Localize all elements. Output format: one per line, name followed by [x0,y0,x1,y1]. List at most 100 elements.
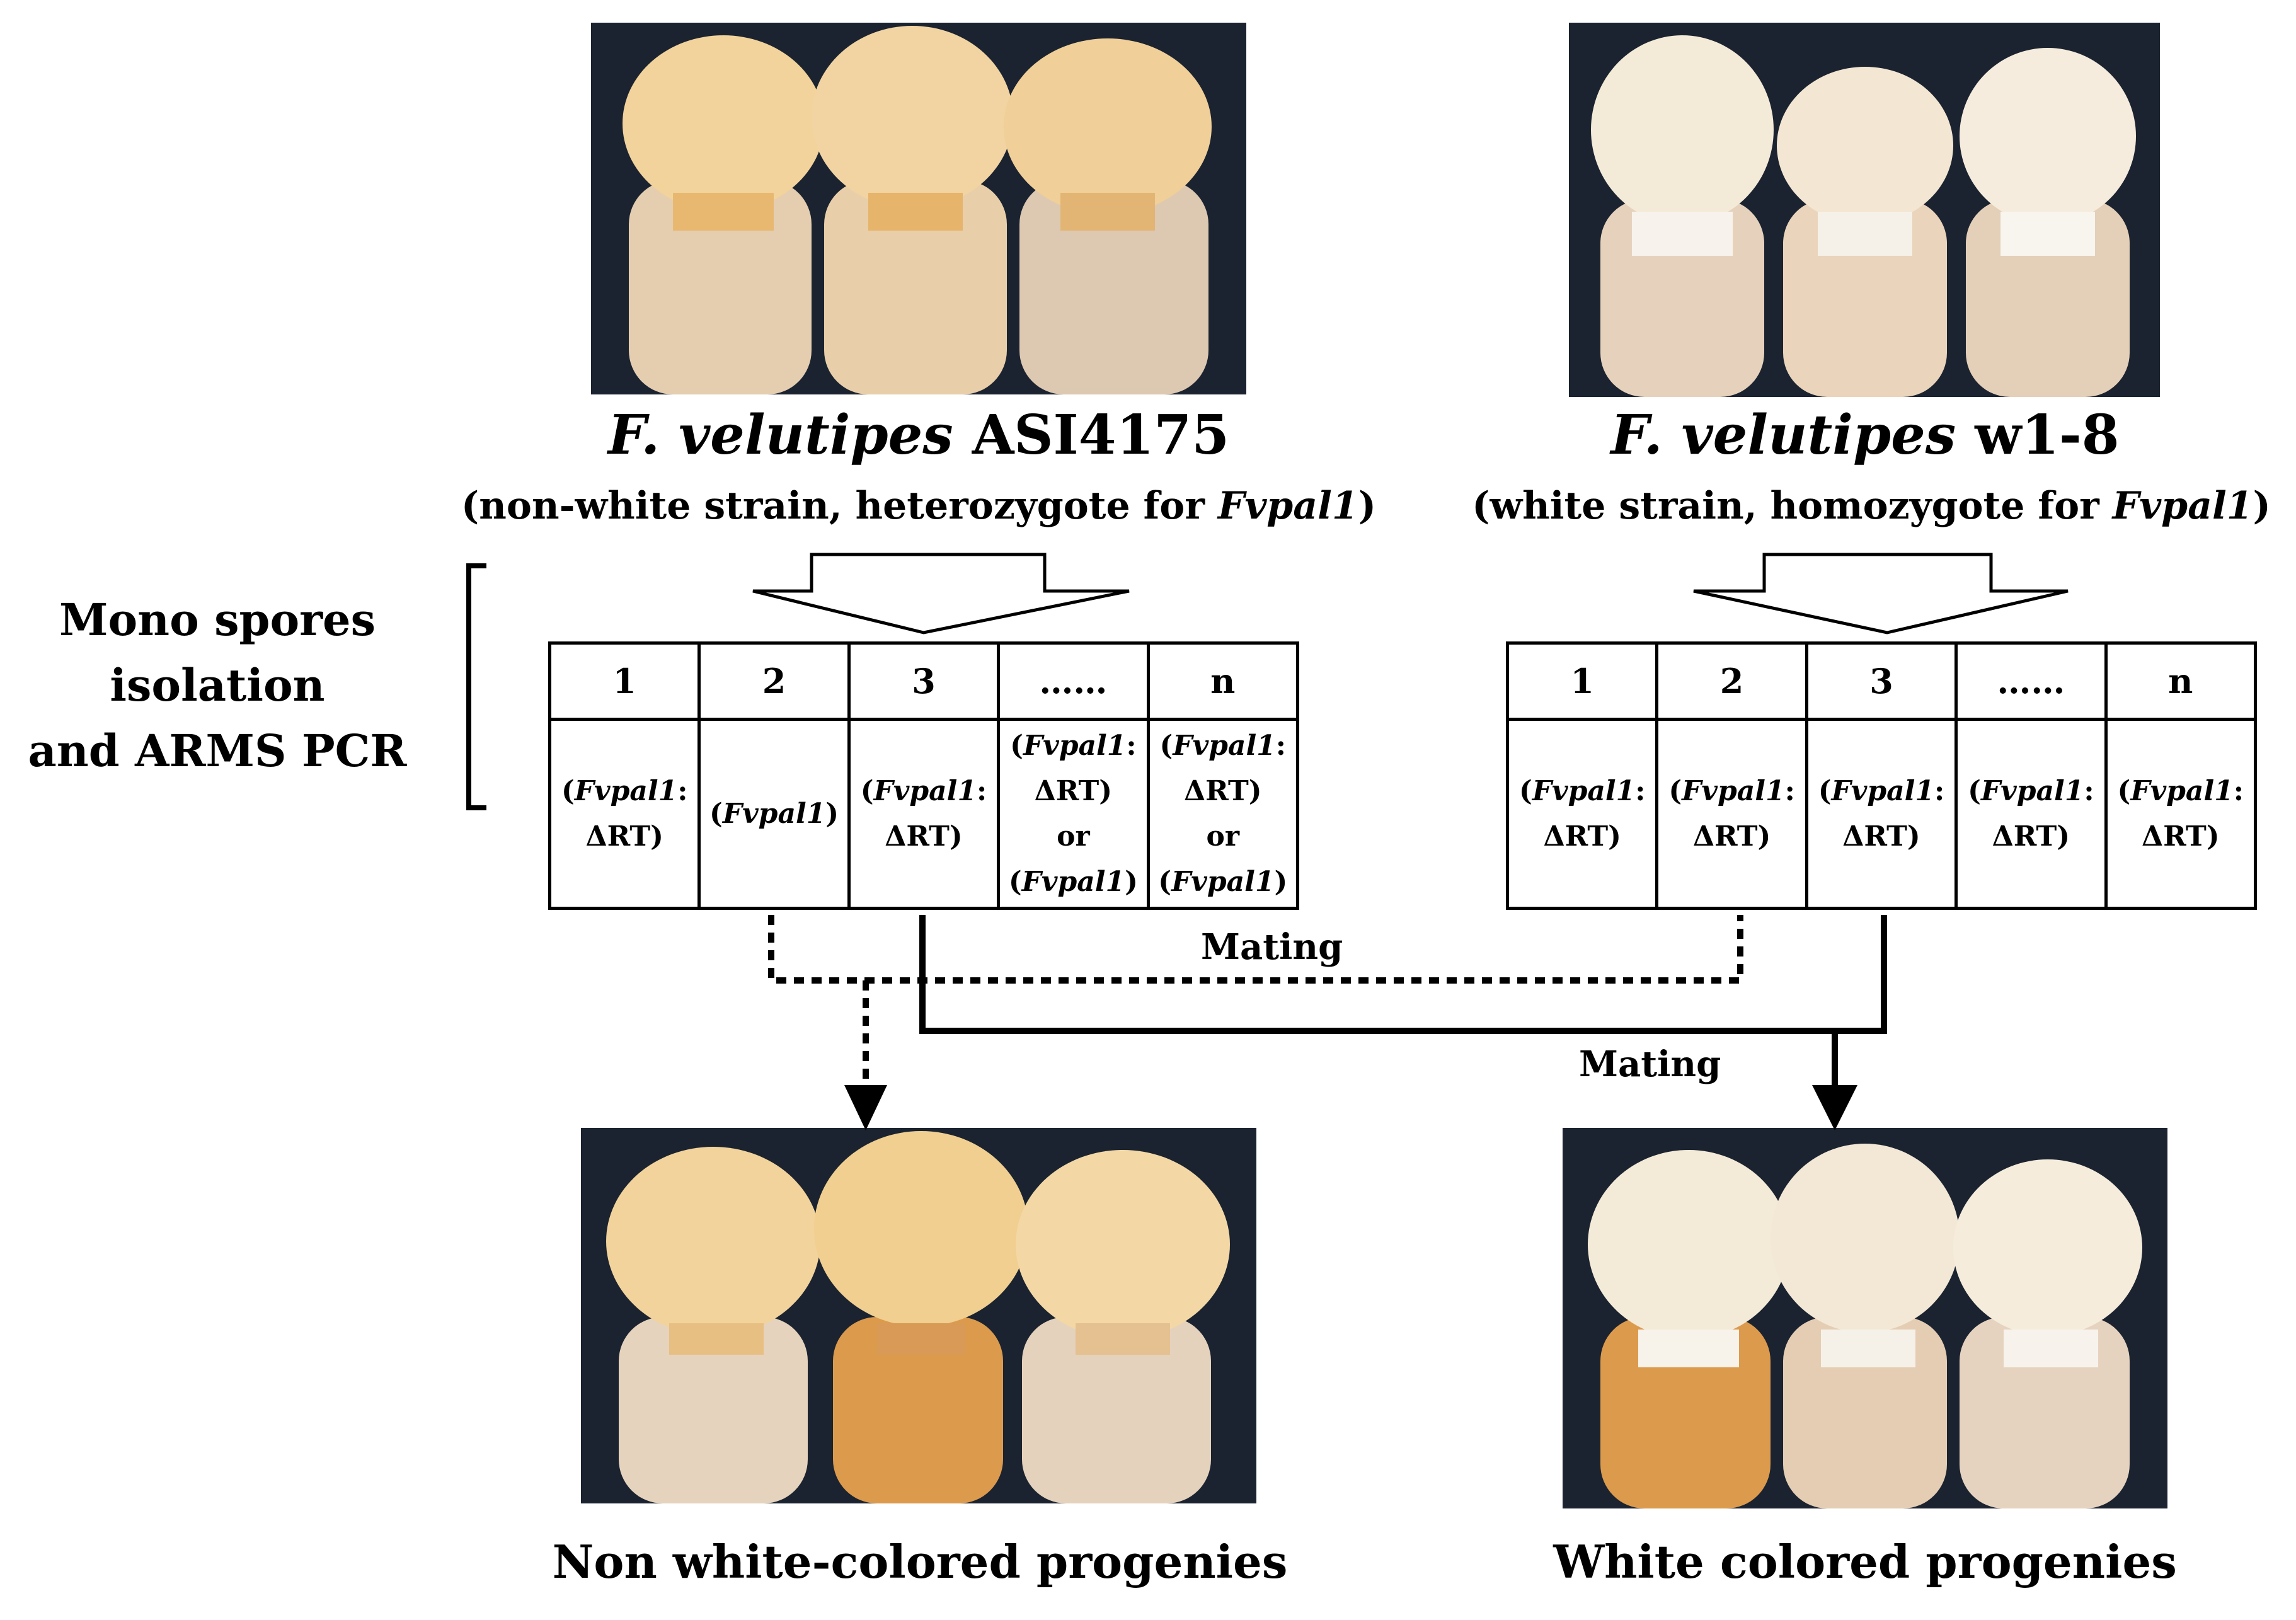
right-header-n: n [2104,641,2258,721]
lg4-line2: ΔRT) [1034,774,1113,807]
lg5-close: : [1275,729,1287,762]
right-table-genotype-row: (Fvpal1: ΔRT) (Fvpal1: ΔRT) (Fvpal1: ΔRT… [1505,718,2258,910]
lg2-open: ( [709,797,723,830]
rg3-gene: Fvpal1 [1831,774,1934,807]
mushroom-bottles-progeny-nonwhite [581,1128,1256,1503]
right-header-3: 3 [1805,641,1958,721]
left-header-1: 1 [548,641,701,721]
lg5-gene2: Fvpal1 [1171,865,1275,898]
lg5-open: ( [1159,729,1173,762]
rg1-line2: ΔRT) [1543,820,1621,853]
lg3-line2: ΔRT) [885,820,963,853]
rg3-open: ( [1818,774,1832,807]
rg1-close: : [1635,774,1646,807]
left-genotype-n: (Fvpal1: ΔRT) or (Fvpal1) [1146,718,1300,910]
photo-parent-nonwhite [591,23,1246,394]
right-genotype-4: (Fvpal1: ΔRT) [1954,718,2108,910]
photo-progeny-white [1563,1128,2167,1508]
mushroom-bottles-progeny-white [1563,1128,2167,1508]
lg4-close2: ) [1125,865,1138,898]
right-table-header-row: 1 2 3 …… n [1505,641,2258,721]
lg4-open2: ( [1008,865,1022,898]
left-genotype-4: (Fvpal1: ΔRT) or (Fvpal1) [997,718,1150,910]
down-arrow-right [1693,553,2069,635]
mating-label-solid: Mating [1579,1043,1721,1085]
parent-left-desc: (non-white strain, heterozygote for Fvpa… [402,484,1435,528]
lg4-gene2: Fvpal1 [1021,865,1125,898]
left-genotype-1: (Fvpal1: ΔRT) [548,718,701,910]
parent-left-strain: ASI4175 [972,403,1230,467]
left-table-header-row: 1 2 3 …… n [548,641,1300,721]
lg5-close2: ) [1274,865,1288,898]
rg2-line2: ΔRT) [1692,820,1771,853]
right-header-2: 2 [1655,641,1808,721]
parent-left-desc-prefix: (non-white strain, heterozygote for [461,484,1218,528]
parent-right-desc: (white strain, homozygote for Fvpal1) [1449,484,2293,528]
right-isolate-table: 1 2 3 …… n (Fvpal1: ΔRT) (Fvpal1: ΔRT) (… [1505,641,2258,910]
left-header-n: n [1146,641,1300,721]
left-genotype-2: (Fvpal1) [697,718,851,910]
lg5-line2: ΔRT) [1184,774,1262,807]
left-header-2: 2 [697,641,851,721]
lg4-or: or [1057,820,1090,853]
right-genotype-1: (Fvpal1: ΔRT) [1505,718,1659,910]
left-header-4: …… [997,641,1150,721]
lg5-or: or [1206,820,1240,853]
rg3-close: : [1934,774,1945,807]
parent-left-name: F. velutipes ASI4175 [591,403,1246,467]
mono-spore-label-line3: and ARMS PCR [28,725,407,777]
parent-right-strain: w1-8 [1975,403,2120,467]
parent-right-desc-prefix: (white strain, homozygote for [1472,484,2113,528]
bracket [466,563,486,810]
parent-right-genus: F. velutipes [1610,403,1956,467]
parent-right-gene: Fvpal1 [2112,484,2253,528]
lg1-gene: Fvpal1 [574,774,678,807]
parent-left-gene: Fvpal1 [1217,484,1358,528]
mating-dotted-path [768,915,1743,984]
lg2-gene: Fvpal1 [722,797,826,830]
lg4-gene: Fvpal1 [1023,729,1127,762]
lg1-close: : [677,774,688,807]
parent-right-name: F. velutipes w1-8 [1525,403,2205,467]
rg4-line2: ΔRT) [1992,820,2070,853]
lg4-open: ( [1010,729,1023,762]
left-isolate-table: 1 2 3 …… n (Fvpal1: ΔRT) (Fvpal1) (Fvpal… [548,641,1300,910]
lg4-close: : [1126,729,1137,762]
right-header-1: 1 [1505,641,1659,721]
arrowhead-dotted [844,1085,887,1130]
rg5-line2: ΔRT) [2142,820,2220,853]
lg5-open2: ( [1158,865,1172,898]
rg4-open: ( [1968,774,1981,807]
right-genotype-n: (Fvpal1: ΔRT) [2104,718,2258,910]
lg3-open: ( [860,774,874,807]
mono-spore-label-line2: isolation [110,659,325,711]
parent-left-genus: F. velutipes [607,403,953,467]
rg1-gene: Fvpal1 [1532,774,1636,807]
right-genotype-2: (Fvpal1: ΔRT) [1655,718,1808,910]
left-genotype-3: (Fvpal1: ΔRT) [847,718,1001,910]
caption-nonwhite-progenies: Non white-colored progenies [552,1535,1288,1588]
mono-spore-label: Mono spores isolation and ARMS PCR [0,587,435,784]
rg1-open: ( [1518,774,1532,807]
parent-right-desc-suffix: ) [2253,484,2271,528]
mating-solid-path [919,915,1887,1034]
rg4-close: : [2084,774,2094,807]
lg3-close: : [976,774,987,807]
rg5-gene: Fvpal1 [2130,774,2234,807]
right-genotype-3: (Fvpal1: ΔRT) [1805,718,1958,910]
rg5-open: ( [2117,774,2131,807]
rg4-gene: Fvpal1 [1980,774,2084,807]
lg2-close: ) [825,797,839,830]
left-header-3: 3 [847,641,1001,721]
rg2-open: ( [1668,774,1682,807]
lg1-line2: ΔRT) [585,820,663,853]
arrowhead-solid [1812,1085,1857,1130]
lg1-open: ( [561,774,575,807]
rg3-line2: ΔRT) [1842,820,1920,853]
rg5-close: : [2233,774,2244,807]
photo-progeny-nonwhite [581,1128,1256,1503]
rg2-close: : [1784,774,1795,807]
mono-spore-label-line1: Mono spores [59,594,376,646]
rg2-gene: Fvpal1 [1682,774,1785,807]
